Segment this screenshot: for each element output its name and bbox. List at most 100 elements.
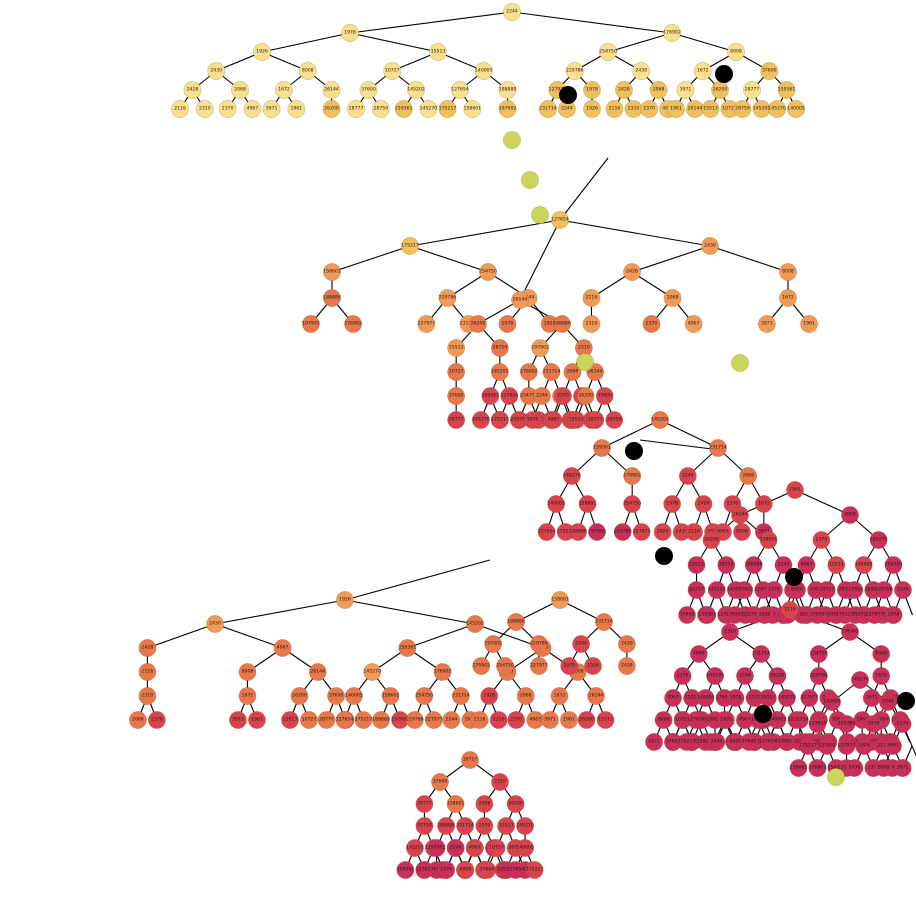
tree-node[interactable]: 1672 (550, 687, 569, 705)
tree-node[interactable]: 2116 (685, 523, 703, 541)
accent-node[interactable] (827, 768, 845, 786)
tree-node[interactable]: 37600 (359, 81, 378, 99)
tree-node[interactable]: 2244 (678, 467, 697, 485)
tree-node[interactable]: 2310 (721, 623, 739, 641)
tree-node[interactable]: 26200 (322, 100, 341, 118)
tree-node[interactable]: 37600 (595, 387, 614, 405)
tree-node[interactable]: 197902 (302, 315, 320, 333)
tree-node[interactable]: 2244 (879, 693, 897, 711)
tree-node[interactable]: 1672 (238, 687, 257, 705)
tree-node[interactable]: 2430 (617, 635, 636, 653)
tree-node[interactable]: 159361 (394, 100, 413, 118)
tree-node[interactable]: 1978 (523, 411, 542, 429)
tree-node[interactable]: 188888 (744, 556, 763, 574)
tree-node[interactable]: 1926 (583, 100, 601, 118)
tree-node[interactable]: 2244 (446, 839, 465, 857)
tree-node[interactable]: 4967 (544, 411, 563, 429)
tree-node[interactable]: 15513 (281, 711, 299, 729)
tree-node[interactable]: 26144 (308, 663, 327, 681)
tree-node[interactable]: 159361 (777, 81, 796, 99)
tree-node[interactable]: 37600 (740, 733, 758, 751)
tree-node[interactable]: 2244 (533, 387, 551, 405)
tree-node[interactable]: 231714 (709, 439, 727, 457)
tree-node[interactable]: 127654 (759, 733, 777, 751)
tree-node[interactable]: 2116 (605, 100, 624, 118)
tree-node[interactable]: 1961 (560, 711, 578, 729)
tree-node[interactable]: 4967 (684, 315, 703, 333)
tree-node[interactable]: 2370 (218, 100, 237, 118)
tree-node[interactable]: 145270 (562, 467, 581, 485)
tree-node[interactable]: 197902 (498, 100, 517, 118)
tree-node[interactable]: 1961 (786, 481, 804, 499)
tree-node[interactable]: 26200 (506, 795, 525, 813)
tree-node[interactable]: 10727 (487, 839, 506, 857)
tree-node[interactable]: 176902 (808, 759, 827, 777)
tree-node[interactable]: 1978 (498, 315, 517, 333)
tree-node[interactable]: 2244 (572, 635, 591, 653)
tree-node[interactable]: 127654 (537, 523, 556, 541)
tree-node[interactable]: 15513 (827, 556, 846, 574)
tree-node[interactable]: 8008 (727, 43, 745, 61)
tree-node[interactable]: 176902 (841, 623, 859, 641)
tree-node[interactable]: 231714 (790, 711, 809, 729)
tree-node[interactable]: 231714 (542, 363, 561, 381)
tree-node[interactable]: 2428 (183, 81, 202, 99)
tree-node[interactable]: 140005 (696, 689, 715, 707)
tree-node[interactable]: 2244 (442, 711, 461, 729)
tree-node[interactable]: 2428 (694, 495, 713, 513)
tree-node[interactable]: 26144 (686, 100, 704, 118)
tree-node[interactable]: 2370 (642, 315, 661, 333)
tree-node[interactable]: 8008 (779, 263, 797, 281)
tree-node[interactable]: 10727 (461, 751, 479, 769)
tree-node[interactable]: 158601 (551, 591, 569, 609)
tree-node[interactable]: 2430 (206, 615, 224, 633)
tree-node[interactable]: 197902 (391, 711, 409, 729)
tree-node[interactable]: 26200 (576, 387, 595, 405)
tree-node[interactable]: 145270 (778, 689, 796, 707)
tree-node[interactable]: 197902 (588, 523, 606, 541)
tree-node[interactable]: 2068 (689, 645, 708, 663)
tree-node[interactable]: 145270 (471, 411, 490, 429)
tree-node[interactable]: 3971 (862, 689, 881, 707)
tree-node[interactable]: 176902 (472, 657, 491, 675)
tree-node[interactable]: 229786 (405, 711, 424, 729)
tree-node[interactable]: 145270 (869, 531, 888, 549)
tree-node[interactable]: 188888 (507, 613, 525, 631)
tree-node[interactable]: 4967 (273, 639, 292, 657)
tree-node[interactable]: 140005 (474, 62, 493, 80)
tree-node[interactable]: 158601 (381, 687, 400, 705)
tree-node[interactable]: 175217 (401, 237, 419, 255)
tree-node[interactable]: 158601 (789, 759, 808, 777)
tree-node[interactable]: 15513 (596, 711, 615, 729)
tree-node[interactable]: 227977 (424, 711, 443, 729)
tree-node[interactable]: 254750 (809, 645, 828, 663)
tree-node[interactable]: 1672 (872, 667, 891, 685)
tree-node[interactable]: 4967 (797, 556, 816, 574)
tree-node[interactable]: 28759 (733, 100, 752, 118)
tree-node[interactable]: 227977 (800, 689, 819, 707)
tree-node[interactable]: 145270 (419, 100, 438, 118)
tree-node[interactable]: 229786 (529, 635, 548, 653)
tree-node[interactable]: 3971 (893, 759, 912, 777)
tree-node[interactable]: 227977 (837, 737, 856, 755)
tree-node[interactable]: 231714 (752, 645, 771, 663)
tree-node[interactable]: 229786 (510, 411, 529, 429)
tree-node[interactable]: 1672 (754, 495, 773, 513)
tree-node[interactable]: 8008 (456, 861, 475, 879)
tree-node[interactable]: 159361 (698, 606, 717, 624)
tree-node[interactable]: 176902 (725, 606, 744, 624)
tree-node[interactable]: 4967 (664, 689, 682, 707)
tree-node[interactable]: 26200 (768, 667, 787, 685)
tree-node[interactable]: 127654 (551, 211, 569, 229)
tree-node[interactable]: 254750 (415, 687, 434, 705)
tree-node[interactable]: 145202 (651, 411, 669, 429)
tree-node[interactable]: 127654 (451, 81, 469, 99)
tree-node[interactable]: 3971 (758, 315, 776, 333)
tree-node[interactable]: 2068 (739, 467, 758, 485)
tree-node[interactable]: 227977 (417, 315, 436, 333)
tree-node[interactable]: 227977 (865, 606, 884, 624)
tree-node[interactable]: 127654 (845, 581, 864, 599)
tree-node[interactable]: 197902 (531, 339, 550, 357)
tree-node[interactable]: 145202 (752, 100, 771, 118)
tree-node[interactable]: 2428 (617, 657, 636, 675)
